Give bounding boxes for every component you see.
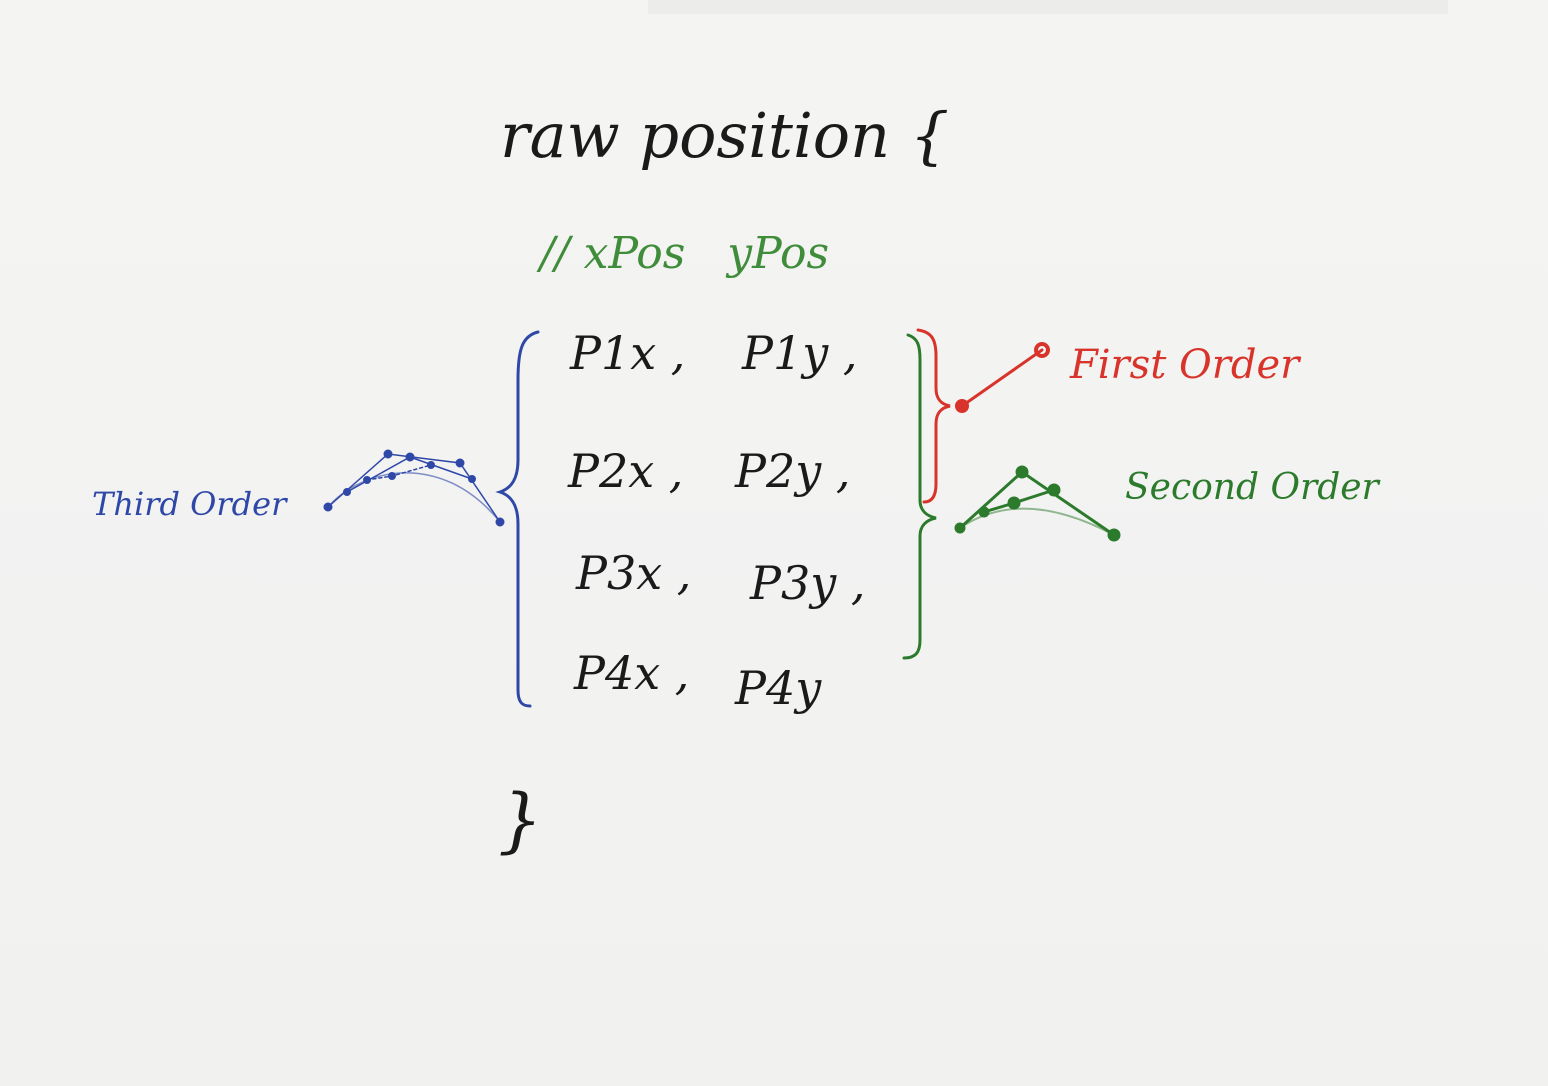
first-order-label: First Order xyxy=(1070,342,1300,388)
top-shadow-strip xyxy=(648,0,1448,14)
first-order-line-icon xyxy=(955,342,1050,413)
row-2-y: P2y , xyxy=(735,444,851,498)
second-order-label: Second Order xyxy=(1125,467,1379,508)
closing-brace: } xyxy=(498,779,543,861)
row-1-y: P1y , xyxy=(742,326,858,380)
third-order-label: Third Order xyxy=(92,485,287,523)
third-order-curve-icon xyxy=(323,449,505,527)
first-order-brace xyxy=(916,328,951,504)
row-1-x: P1x , xyxy=(570,326,686,380)
row-4-x: P4x , xyxy=(574,646,690,700)
row-4-y: P4y xyxy=(735,661,822,715)
row-3-y: P3y , xyxy=(750,556,866,610)
third-order-brace xyxy=(495,330,540,708)
row-3-x: P3x , xyxy=(576,546,692,600)
column-comment: // xPos yPos xyxy=(540,228,830,279)
array-title: raw position { xyxy=(500,99,950,172)
second-order-curve-icon xyxy=(954,465,1121,542)
row-2-x: P2x , xyxy=(568,444,684,498)
second-order-brace xyxy=(902,333,937,660)
